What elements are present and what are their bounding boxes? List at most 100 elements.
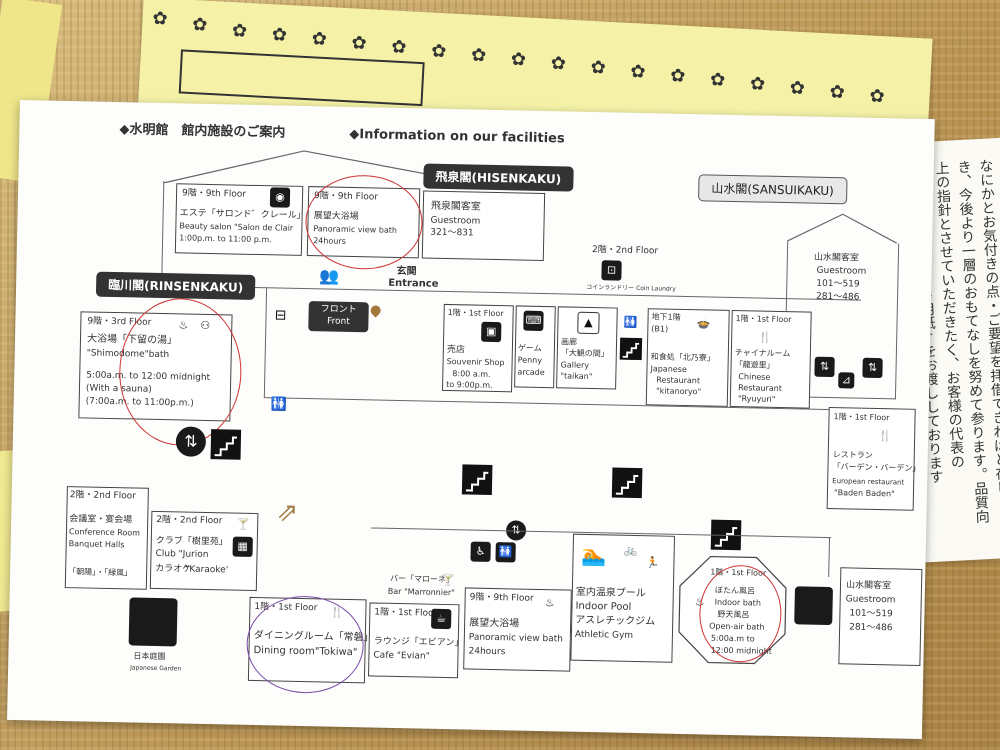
flower-icon: ✿ xyxy=(868,85,886,108)
front-desk: フロント Front xyxy=(308,301,369,333)
conference-floor: 2階・2nd Floor xyxy=(69,490,136,502)
pool-en2: Athletic Gym xyxy=(574,629,634,641)
flower-icon: ✿ xyxy=(709,69,726,91)
bike-icon: 🚲 xyxy=(623,543,638,558)
sansui-top-r1: 101〜519 xyxy=(816,278,860,290)
hisenkaku-guest-jp: 飛泉閣客室 xyxy=(430,200,481,213)
arcade-icon: ⌨ xyxy=(523,310,544,332)
cutlery-icon: 🍴 xyxy=(758,330,773,344)
pool-jp2: アスレチックジム xyxy=(575,614,656,628)
sansui-top-jp: 山水閣客室 xyxy=(813,252,859,264)
flower-icon: ✿ xyxy=(510,48,527,71)
flower-icon: ✿ xyxy=(191,14,208,36)
rinsenkaku-label: 臨川閣(RINSENKAKU) xyxy=(95,271,256,300)
facility-map-sheet: ◆水明館 館内施設のご案内 ◆Information on our facili… xyxy=(7,100,935,740)
beauty-icon: ◉ xyxy=(269,187,291,208)
shop-jp: 売店 xyxy=(446,344,465,356)
entrance-en: Entrance xyxy=(388,277,439,290)
laundry-icon: ⊡ xyxy=(601,260,622,281)
coffee-icon: ☕ xyxy=(431,608,452,630)
gallery-icon: ▲ xyxy=(577,311,600,335)
flower-icon: ✿ xyxy=(311,28,328,51)
japanese-garden-icon xyxy=(128,597,178,647)
baden-en2: "Baden Baden" xyxy=(833,488,895,499)
stairs-icon xyxy=(710,519,742,551)
flower-icon: ✿ xyxy=(351,32,368,55)
stairs-icon: ⊿ xyxy=(838,372,855,389)
conference-jp: 会議室・宴会場 xyxy=(69,514,133,526)
marronnier-en: Bar "Marronnier" xyxy=(387,586,455,598)
sansui-bottom-jp: 山水閣客室 xyxy=(845,580,892,592)
restroom-icon: 🚻 xyxy=(495,542,516,563)
sansuikaku-roof xyxy=(787,213,898,244)
sansui-top-en: Guestroom xyxy=(816,265,867,277)
club-floor: 2階・2nd Floor xyxy=(156,514,223,527)
title-japanese: ◆水明館 館内施設のご案内 xyxy=(119,122,286,141)
evian-en: Cafe "Evian" xyxy=(373,650,430,662)
club-jp: クラブ「樹里苑」 xyxy=(155,535,228,548)
escalator-icon: ⊟ xyxy=(274,307,287,324)
flower-icon: ✿ xyxy=(789,77,806,100)
kitanoryo-floor: 地下1階 xyxy=(651,312,681,322)
cutlery-icon: 🍴 xyxy=(878,429,893,443)
wall-line xyxy=(263,287,268,398)
sansui-bottom-en: Guestroom xyxy=(845,594,896,606)
gallery-jp2: 「大観の間」 xyxy=(560,348,609,359)
hisenkaku-guest-en: Guestroom xyxy=(430,215,481,227)
baden-jp2: 「バーデン・バーデン」 xyxy=(832,462,921,473)
baden-floor: 1階・1st Floor xyxy=(833,412,890,423)
food-icon: 🍲 xyxy=(696,317,711,331)
title-english: ◆Information on our facilities xyxy=(349,126,565,147)
stairs-icon xyxy=(210,429,242,460)
view-bath-bottom-en: Panoramic view bath xyxy=(468,632,564,645)
floor2-center: 2階・2nd Floor xyxy=(591,245,659,257)
view-bath-bottom-hours: 24hours xyxy=(468,646,506,658)
flower-icon: ✿ xyxy=(152,7,169,30)
hot-spring-icon: ♨ xyxy=(544,596,555,610)
sansuikaku-label: 山水閣(SANSUIKAKU) xyxy=(698,174,848,205)
botan-bath-octagon xyxy=(678,555,787,665)
people-icon: 👥 xyxy=(319,266,340,286)
baden-jp1: レストラン xyxy=(832,450,873,460)
club-en2: "Karaoke' xyxy=(185,564,229,576)
stairs-icon xyxy=(619,337,643,361)
escalator-icon: ⇗ xyxy=(276,497,299,528)
laundry-label: コインランドリー Coin Laundry xyxy=(586,283,676,293)
shop-floor: 1階・1st Floor xyxy=(447,308,504,319)
view-bath-bottom-floor: 9階・9th Floor xyxy=(469,592,534,604)
stairs-icon xyxy=(461,464,493,495)
sansui-bottom-r2: 281〜486 xyxy=(849,622,893,634)
front-en: Front xyxy=(326,316,350,327)
japanese-garden-icon xyxy=(794,586,833,626)
game-jp: ゲーム xyxy=(517,343,542,353)
conference-jp2: 「朝陽」・「緑風」 xyxy=(68,567,133,578)
stairs-icon xyxy=(611,467,643,499)
game-en1: Penny xyxy=(517,355,543,365)
sansui-bottom-r1: 101〜519 xyxy=(849,608,893,620)
red-circle-annotation xyxy=(117,297,243,447)
sansui-top-r2: 281〜486 xyxy=(815,291,860,303)
evian-floor: 1階・1st Floor xyxy=(374,607,438,619)
flower-icon: ✿ xyxy=(749,73,766,96)
flower-icon: ✿ xyxy=(590,56,607,79)
hisenkaku-roof xyxy=(163,150,454,184)
evian-jp: ラウンジ「エビアン」 xyxy=(373,636,464,649)
hisenkaku-label: 飛泉閣(HISENKAKU) xyxy=(423,163,574,192)
cocktail-icon: 🍸 xyxy=(236,517,251,531)
club-en: Club "Jurion xyxy=(155,548,209,561)
beauty-hours: 1:00p.m. to 11:00 p.m. xyxy=(179,233,272,245)
wall-line xyxy=(828,537,831,578)
flower-icon: ✿ xyxy=(550,52,567,75)
shopping-bag-icon: ▣ xyxy=(481,321,502,343)
flower-icon: ✿ xyxy=(629,61,647,83)
kitanoryo-floor-en: (B1) xyxy=(651,324,669,334)
sheet-frame xyxy=(178,49,425,107)
flower-icon: ✿ xyxy=(271,24,288,46)
garden-jp: 日本庭園 xyxy=(133,651,166,662)
location-pin-icon xyxy=(368,303,383,318)
karaoke-icon: ▦ xyxy=(232,536,253,557)
entrance-jp: 玄関 xyxy=(396,265,417,278)
restroom-icon: 🚻 xyxy=(623,315,638,329)
swimming-icon: 🏊 xyxy=(580,542,607,568)
elevator-icon: ⇅ xyxy=(175,426,207,457)
